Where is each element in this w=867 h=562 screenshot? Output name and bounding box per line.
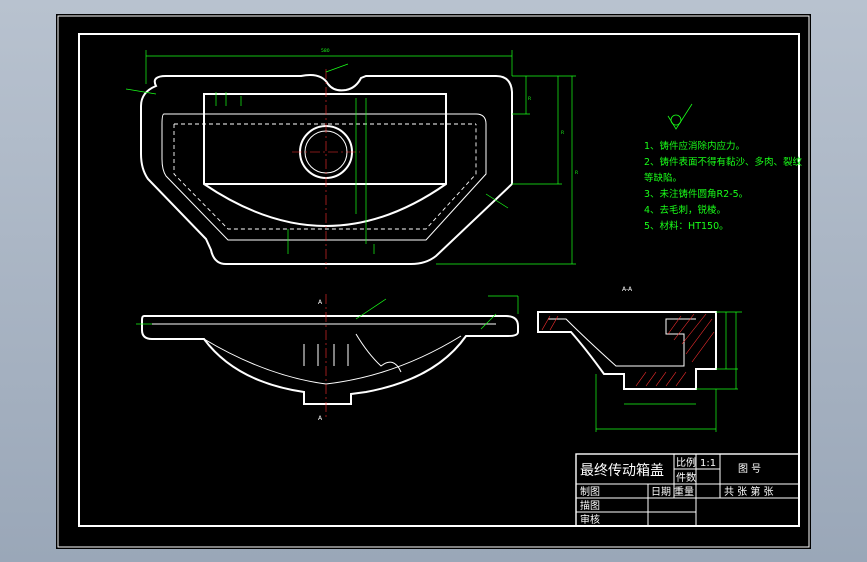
hatch-pattern <box>541 313 715 387</box>
front-view: A A <box>136 294 519 422</box>
outer-contour <box>140 74 513 265</box>
drain-hole <box>299 125 353 179</box>
technical-notes: 1、铸件应消除内应力。 2、铸件表面不得有黏沙、多肉、裂纹 等缺陷。 3、未注铸… <box>644 140 803 232</box>
drawing-title: 最终传动箱盖 <box>580 463 664 479</box>
section-outline <box>537 311 717 390</box>
height-dims <box>436 75 576 265</box>
surface-finish-symbol <box>667 103 693 130</box>
front-outline <box>141 315 519 405</box>
note-line: 5、材料：HT150。 <box>644 220 729 232</box>
note-line: 4、去毛刺，锐棱。 <box>644 204 726 216</box>
title-block: 最终传动箱盖 比例 1:1 件数 图 号 制图 日期 重量 共 张 第 张 描图… <box>575 453 800 527</box>
svg-text:R: R <box>575 170 578 176</box>
front-dims <box>136 295 519 330</box>
section-inner <box>548 318 696 367</box>
weight-label: 重量 <box>674 485 694 498</box>
note-line: 3、未注铸件圆角R2-5。 <box>644 188 748 200</box>
drawing-sheet: 580 R R R 1、铸件应消除内应力。 2、铸件表面不得有黏沙、多肉、裂纹 … <box>56 14 811 549</box>
break-line <box>355 333 402 373</box>
overall-width-dim <box>145 50 513 84</box>
review-label: 审核 <box>580 513 600 526</box>
ratio-label: 比例 <box>676 456 696 469</box>
ratio-value: 1:1 <box>700 458 716 469</box>
section-dims <box>595 311 742 432</box>
section-mark: A <box>318 299 323 306</box>
front-inner <box>152 323 496 385</box>
note-line: 等缺陷。 <box>644 172 682 184</box>
section-mark: A <box>318 415 323 422</box>
section-view: A-A <box>537 286 742 432</box>
inner-contour <box>161 113 487 241</box>
detail-dims <box>215 92 375 254</box>
drawing-canvas: 580 R R R 1、铸件应消除内应力。 2、铸件表面不得有黏沙、多肉、裂纹 … <box>57 15 810 548</box>
date-label: 日期 <box>651 486 671 498</box>
note-line: 2、铸件表面不得有黏沙、多肉、裂纹 <box>644 156 803 168</box>
recess-outline <box>203 93 447 228</box>
top-view: 580 R R R <box>125 48 578 269</box>
leader-lines <box>125 63 509 209</box>
note-line: 1、铸件应消除内应力。 <box>644 140 745 152</box>
drawing-no-label: 图 号 <box>738 463 761 475</box>
sheet-label: 共 张 第 张 <box>724 485 774 498</box>
drafting-label: 描图 <box>580 499 600 512</box>
inner-frame <box>78 33 800 527</box>
svg-text:580: 580 <box>321 48 330 54</box>
svg-text:R: R <box>528 96 531 102</box>
outer-border <box>57 15 810 548</box>
quantity-label: 件数 <box>676 471 696 484</box>
hidden-lines <box>173 123 477 230</box>
svg-text:R: R <box>561 130 564 136</box>
drafter-label: 制图 <box>580 485 600 498</box>
section-label: A-A <box>622 286 633 293</box>
